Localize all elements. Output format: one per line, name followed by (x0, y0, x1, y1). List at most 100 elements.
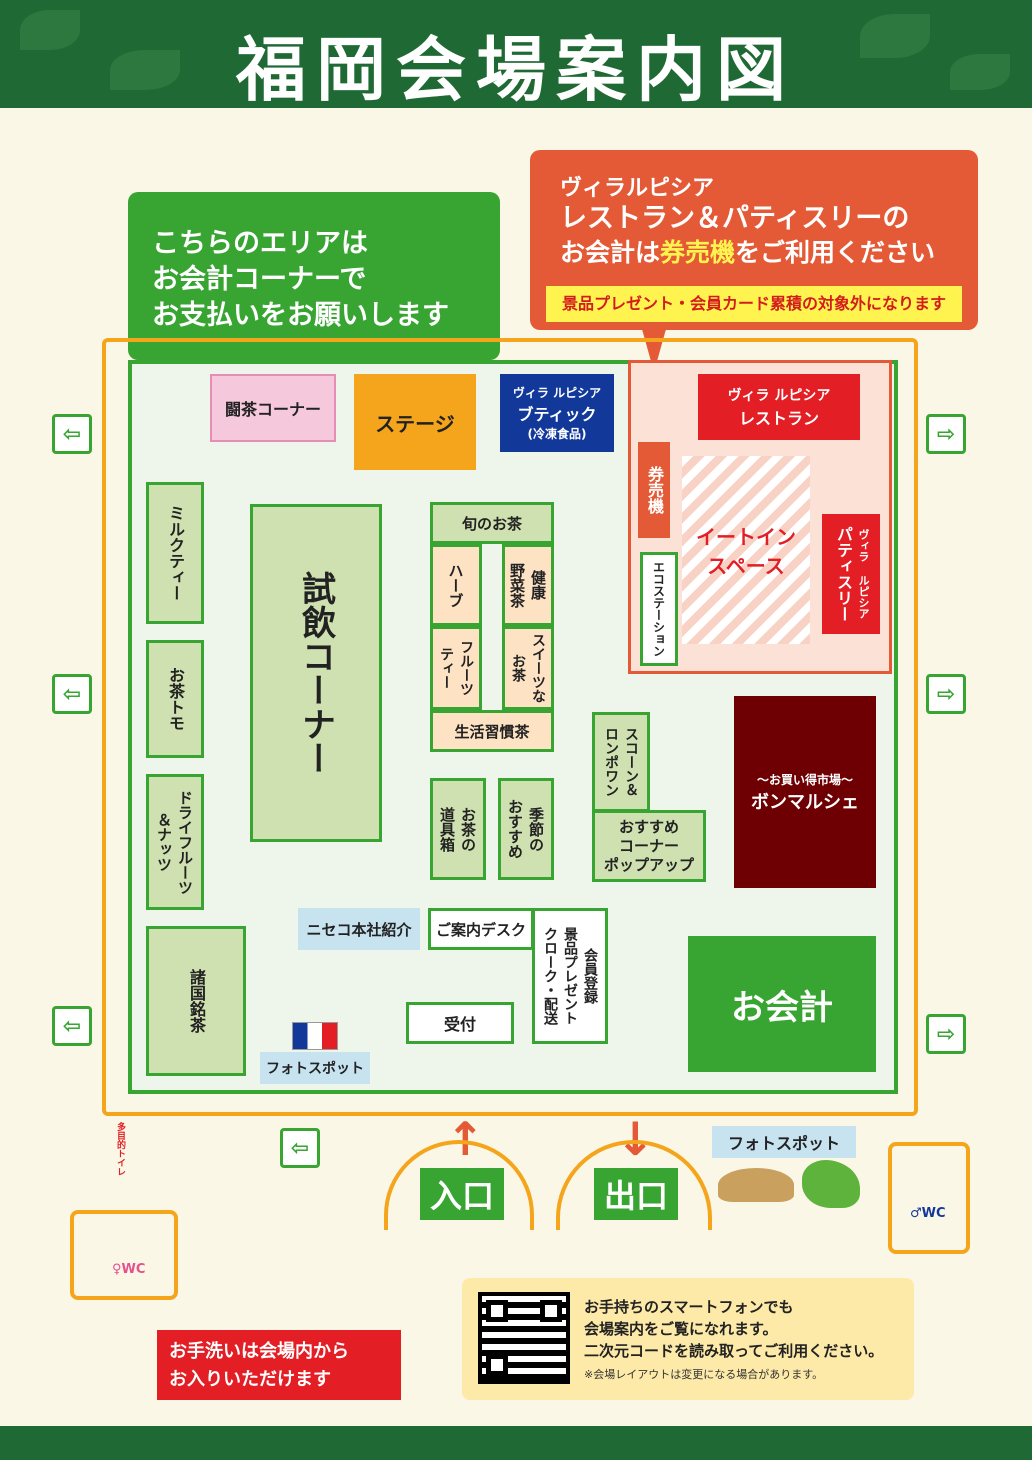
qr-instruction-line: お手持ちのスマートフォンでも (584, 1298, 794, 1316)
wc-text: WC (921, 1206, 946, 1221)
emergency-exit-icon: ⇦ (52, 414, 92, 454)
outside-photo-spot: フォトスポット (712, 1126, 856, 1158)
booth-tea-tools: お茶の 道具箱 (430, 778, 486, 880)
booth-label: 健康 (529, 570, 547, 600)
footer-band (0, 1426, 1032, 1460)
booth-info-desk: ご案内デスク (428, 908, 534, 950)
booth-label: ポップアップ (603, 855, 694, 874)
booth-sweets-tea: スイーツな お茶 (502, 626, 554, 710)
booth-patisserie: ヴィラ ルピシア パティスリー (822, 514, 880, 634)
entrance-label: 入口 (420, 1168, 504, 1220)
booth-niseko: ニセコ本社紹介 (298, 908, 420, 950)
restroom-note: お手洗いは会場内から お入りいただけます (157, 1330, 401, 1400)
wc-text: WC (121, 1262, 146, 1277)
ticket-callout-text: をご利用ください (735, 238, 936, 267)
booth-label: フルーツ (458, 640, 474, 696)
booth-label: 道具箱 (438, 806, 456, 852)
booth-label: ロンポワン (603, 727, 619, 797)
ticket-callout-line1: ヴィラルピシア (560, 176, 715, 201)
booth-label: おすすめ (506, 799, 524, 859)
booth-label: スコーン＆ (623, 727, 639, 797)
exit-label: 出口 (594, 1168, 678, 1220)
booth-label: 季節の (527, 806, 545, 852)
booth-label: ティー (438, 647, 454, 689)
booth-label: (冷凍食品) (527, 427, 587, 441)
toilet-area-right (888, 1142, 970, 1254)
booth-label: 野菜茶 (508, 562, 526, 608)
booth-label: 〜お買い得市場〜 (756, 772, 853, 787)
booth-label: クローク・配送 (542, 927, 558, 1025)
payment-callout-line: こちらのエリアは (152, 228, 368, 259)
booth-photo-spot: フォトスポット (260, 1052, 370, 1084)
booth-label: スペース (707, 554, 785, 578)
booth-restaurant: ヴィラ ルピシア レストラン (698, 374, 860, 440)
booth-label: イートイン (696, 525, 796, 549)
qr-code-icon[interactable] (478, 1292, 570, 1384)
booth-label: パティスリー (834, 526, 853, 622)
qr-instructions: お手持ちのスマートフォンでも 会場案内をご覧になれます。 二次元コードを読み取っ… (584, 1296, 914, 1362)
ticket-callout-line2: レストラン＆パティスリーの (560, 203, 910, 234)
booth-label: レストラン (738, 409, 819, 428)
booth-vegetable-tea: 健康 野菜茶 (502, 544, 554, 626)
booth-label: ヴィラ ルピシア (512, 386, 602, 400)
payment-callout-line: お会計コーナーで (152, 264, 367, 295)
payment-callout-line: お支払いをお願いします (152, 300, 449, 331)
page-title: 福岡会場案内図 (236, 29, 796, 111)
booth-label: ドライフルーツ (176, 789, 194, 895)
ticket-callout-highlight: 券売機 (660, 238, 736, 267)
booth-bon-marche: 〜お買い得市場〜 ボンマルシェ (734, 696, 876, 888)
booth-label: 景品プレゼント (562, 927, 578, 1025)
hokkaido-map-icon (802, 1160, 860, 1208)
ticket-callout-line3: お会計は券売機をご利用ください (560, 236, 978, 270)
booth-checkout: お会計 (688, 936, 876, 1072)
toilet-area-left (70, 1210, 178, 1300)
prize-exclusion-banner: 景品プレゼント・会員カード累積の対象外になります (546, 286, 962, 322)
booth-scone: スコーン＆ ロンポワン (592, 712, 650, 812)
camel-illustration-icon (718, 1168, 794, 1202)
man-icon: ♂ (910, 1206, 922, 1221)
emergency-exit-icon: ⇦ (52, 1006, 92, 1046)
booth-prize: 会員登録 景品プレゼント クローク・配送 (532, 908, 608, 1044)
emergency-exit-icon: ⇨ (926, 1014, 966, 1054)
booth-label: コーナー (618, 836, 679, 855)
booth-habit-tea: 生活習慣茶 (430, 710, 554, 752)
payment-callout: こちらのエリアは お会計コーナーで お支払いをお願いします (128, 192, 500, 360)
booth-world-tea: 諸国銘茶 (146, 926, 246, 1076)
booth-fruit-tea: フルーツ ティー (430, 626, 482, 710)
booth-label: ボンマルシェ (751, 791, 859, 813)
booth-herb: ハーブ (430, 544, 482, 626)
restroom-note-line: お入りいただけます (169, 1369, 331, 1390)
ticket-callout-text: お会計は (560, 238, 661, 267)
emergency-exit-icon: ⇦ (280, 1128, 320, 1168)
booth-popup: おすすめ コーナー ポップアップ (592, 810, 706, 882)
booth-seasonal-recommend: 季節の おすすめ (498, 778, 554, 880)
booth-eco-station: エコステーション (640, 552, 678, 666)
booth-label: おすすめ (618, 817, 679, 836)
qr-instruction-line: 二次元コードを読み取ってご利用ください。 (584, 1342, 884, 1360)
multi-purpose-toilet-label: 多目的トイレ (115, 1122, 125, 1176)
booth-label: ヴィラ ルピシア (727, 388, 831, 404)
booth-label: お茶の (459, 806, 477, 852)
wc-men-label: ♂WC (910, 1206, 946, 1221)
booth-label: ブティック (517, 405, 597, 424)
layout-change-note: ※会場レイアウトは変更になる場合があります。 (584, 1368, 824, 1381)
booth-dried-fruit: ドライフルーツ ＆ナッツ (146, 774, 204, 910)
booth-tasting: 試飲コーナー (250, 504, 382, 842)
booth-boutique: ヴィラ ルピシア ブティック (冷凍食品) (500, 374, 614, 452)
wc-women-label: ♀WC (112, 1262, 145, 1277)
woman-icon: ♀ (112, 1262, 122, 1277)
qr-instruction-line: 会場案内をご覧になれます。 (584, 1320, 778, 1338)
booth-label: スイーツな (530, 633, 546, 703)
restroom-note-line: お手洗いは会場内から (169, 1341, 349, 1362)
booth-milk-tea: ミルクティー (146, 482, 204, 624)
booth-eat-in: イートイン スペース (682, 456, 810, 644)
emergency-exit-icon: ⇦ (52, 674, 92, 714)
booth-tea-tomo: お茶トモ (146, 640, 204, 758)
header-band (0, 0, 1032, 108)
booth-reception: 受付 (406, 1002, 514, 1044)
emergency-exit-icon: ⇨ (926, 674, 966, 714)
booth-tousa: 闘茶コーナー (210, 374, 336, 442)
booth-stage: ステージ (354, 374, 476, 470)
booth-label: ＆ナッツ (155, 812, 173, 872)
